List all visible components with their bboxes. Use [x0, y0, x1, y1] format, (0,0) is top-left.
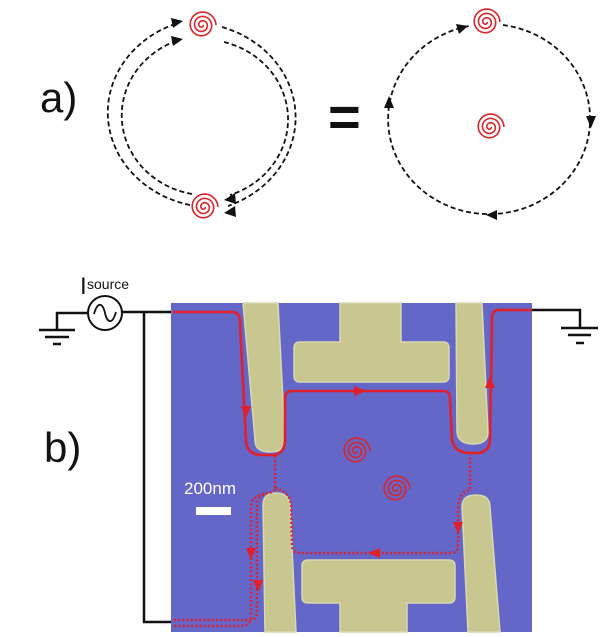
inner-left-path: [120, 40, 193, 195]
panel-a-label: a): [40, 74, 77, 121]
arrow-icon: [171, 18, 183, 28]
arrow-icon: [586, 116, 596, 128]
arrow-down-icon: [253, 580, 263, 592]
gate-bottom-right: [461, 494, 501, 633]
arrow-icon: [384, 96, 394, 108]
arrow-icon: [486, 210, 497, 220]
inner-right-path: [223, 41, 289, 196]
panel-b-label: b): [44, 424, 81, 471]
outer-left-path: [106, 22, 191, 206]
vortex-spiral-icon: [473, 8, 501, 34]
circuit: I source: [39, 273, 598, 624]
vortex-spiral-icon: [189, 11, 217, 37]
sine-wave-icon: [93, 303, 117, 323]
wire-source-bottom: [142, 312, 173, 624]
equals-sign: =: [328, 85, 361, 148]
vortex-spiral-icon: [191, 193, 219, 219]
ground-right-icon: [561, 326, 598, 345]
scale-bar-label: 200nm: [184, 479, 236, 498]
wire-right-ground: [532, 308, 582, 328]
source-symbol: I: [80, 273, 87, 300]
left-interference-diagram: [106, 11, 297, 219]
arrow-icon: [224, 206, 236, 217]
source-subscript: source: [87, 276, 129, 292]
vortex-spiral-icon: [383, 475, 411, 501]
vortex-spiral-icon: [343, 437, 371, 463]
arrow-icon: [224, 193, 236, 204]
arrow-right-icon: [354, 386, 366, 396]
arrow-down-icon: [246, 548, 256, 560]
tunneling-path: [274, 455, 472, 555]
gate-top-right: [455, 302, 489, 445]
right-loop-diagram: [384, 8, 596, 220]
ground-left-icon: [39, 328, 75, 346]
arrow-left-icon: [368, 548, 380, 558]
arrow-icon: [456, 24, 468, 34]
wire-left-ground: [55, 311, 88, 330]
arrow-down-icon: [241, 406, 251, 418]
scale-bar: [196, 507, 231, 515]
gate-bottom-left: [262, 492, 297, 633]
loop-path-main: [387, 24, 591, 215]
edge-current-path: [173, 308, 532, 457]
sample-micrograph: 200nm: [171, 302, 532, 633]
vortex-spiral-icon: [477, 113, 505, 139]
gate-bottom-center: [301, 559, 456, 633]
backscatter-path-outer: [173, 456, 277, 622]
arrow-icon: [171, 36, 183, 46]
backscatter-path-inner: [173, 491, 269, 628]
gate-top-center: [293, 302, 450, 383]
outer-right-path: [221, 26, 297, 207]
arrow-up-icon: [485, 376, 495, 388]
arrow-down-icon: [453, 522, 463, 534]
